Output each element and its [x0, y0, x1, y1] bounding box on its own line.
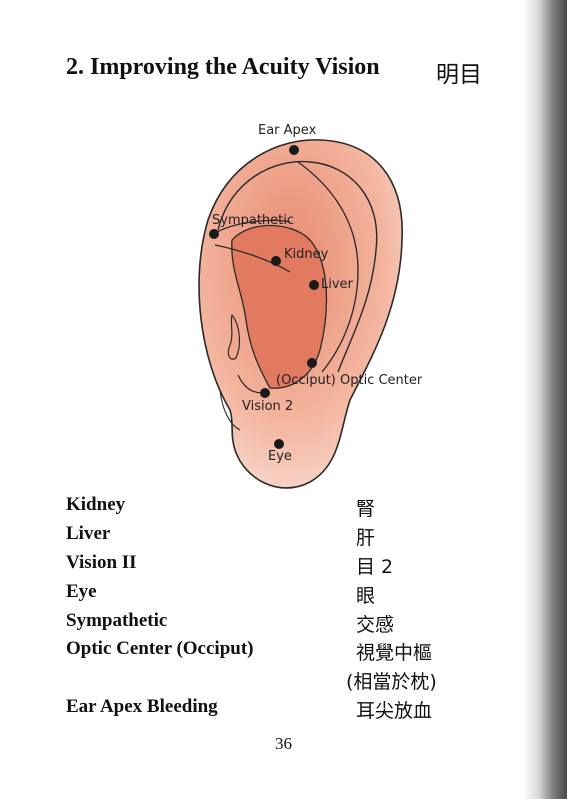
point-name-sympathetic: Sympathetic [66, 610, 168, 631]
label-kidney: Kidney [284, 247, 329, 262]
point-kidney [271, 256, 281, 266]
lobe-line [219, 389, 241, 431]
label-liver: Liver [321, 277, 354, 292]
label-sympathetic: Sympathetic [212, 213, 294, 228]
concha [231, 224, 328, 389]
tragus [227, 313, 241, 360]
point-chinese-ear-apex-bleeding: 耳尖放血 [356, 700, 433, 722]
title-text: 2. Improving the Acuity Vision [66, 54, 380, 80]
point-chinese-optic-center-sub: (相當於枕) [346, 671, 437, 693]
label-vision2: Vision 2 [242, 399, 293, 414]
point-name-ear-apex-bleeding: Ear Apex Bleeding [66, 696, 218, 717]
page-edge-shadow [523, 0, 567, 799]
point-chinese-eye: 眼 [356, 585, 376, 607]
point-chinese-vision2: 目 2 [356, 556, 394, 578]
point-chinese-kidney: 腎 [356, 498, 376, 520]
label-ear-apex: Ear Apex [258, 123, 317, 138]
point-chinese-sympathetic: 交感 [356, 614, 395, 636]
point-name-eye: Eye [66, 581, 97, 602]
label-eye: Eye [268, 449, 292, 464]
point-eye [274, 439, 284, 449]
point-chinese-liver: 肝 [356, 527, 376, 549]
point-chinese-optic-center: 視覺中樞 [356, 642, 433, 664]
point-name-optic-center: Optic Center (Occiput) [66, 638, 254, 659]
point-vision2 [260, 388, 270, 398]
label-optic-center: (Occiput) Optic Center [276, 373, 423, 388]
point-name-kidney: Kidney [66, 494, 126, 515]
crus-line-2 [214, 244, 291, 273]
page-number: 36 [275, 734, 292, 753]
page-title-chinese: 明目 [436, 62, 482, 88]
point-liver [309, 280, 319, 290]
point-name-liver: Liver [66, 523, 111, 544]
point-sympathetic [209, 229, 219, 239]
point-name-vision2: Vision II [66, 552, 137, 573]
page-title: 2. Improving the Acuity Vision [66, 54, 380, 81]
point-optic-center [307, 358, 317, 368]
crus-line [214, 219, 291, 234]
helix-fold [217, 160, 378, 373]
ear-diagram: Ear Apex Sympathetic Kidney Liver (Occip… [198, 123, 423, 489]
point-ear-apex [289, 145, 299, 155]
antihelix-line [297, 161, 359, 373]
